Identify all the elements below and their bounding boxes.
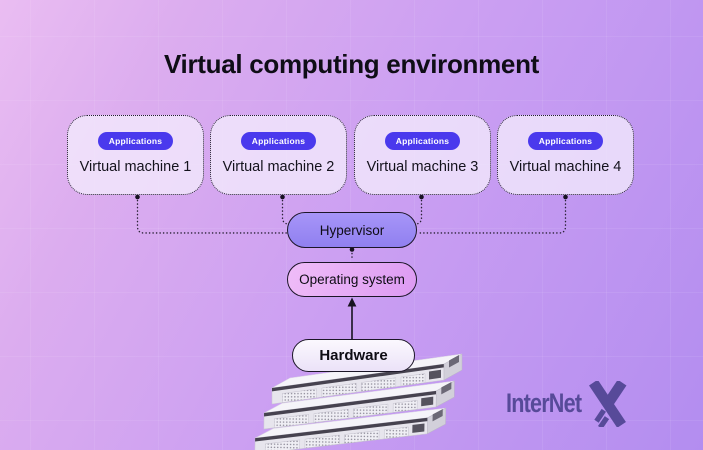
hardware-pill: Hardware (292, 339, 415, 372)
page-title: Virtual computing environment (163, 49, 540, 79)
vm-label: Virtual machine 4 (509, 159, 622, 176)
applications-badge: Applications (97, 132, 174, 151)
vm-card-1: Applications Virtual machine 1 (67, 115, 204, 195)
applications-badge: Applications (527, 132, 604, 151)
vm-label: Virtual machine 2 (222, 159, 335, 176)
vm-label: Virtual machine 3 (366, 159, 479, 176)
logo-text: InterNet (506, 388, 582, 418)
operating-system-pill: Operating system (287, 262, 417, 297)
vm-card-3: Applications Virtual machine 3 (354, 115, 491, 195)
hypervisor-pill: Hypervisor (287, 212, 417, 248)
vm-card-4: Applications Virtual machine 4 (497, 115, 634, 195)
hardware-to-os-arrow (347, 297, 357, 340)
connector-vm1-hypervisor (136, 196, 288, 234)
applications-badge: Applications (240, 132, 317, 151)
connector-vm4-hypervisor (416, 196, 567, 234)
internetx-logo: InterNet (506, 381, 630, 427)
logo-x-icon (589, 381, 627, 427)
applications-badge: Applications (384, 132, 461, 151)
vm-card-2: Applications Virtual machine 2 (210, 115, 347, 195)
vm-label: Virtual machine 1 (79, 159, 192, 176)
